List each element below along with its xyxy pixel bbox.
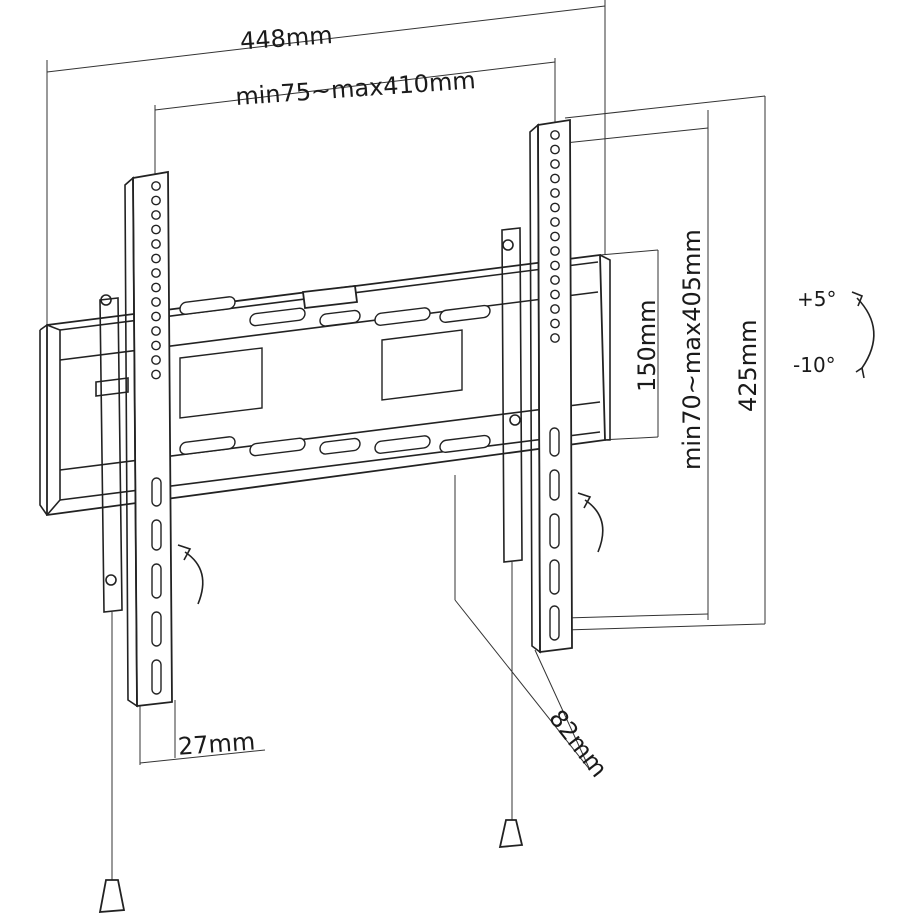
label-wall-gap: 27mm xyxy=(177,727,256,760)
mounting-hole xyxy=(550,333,560,343)
plate-slots xyxy=(179,296,491,457)
mounting-hole xyxy=(550,318,560,329)
mounting-hole xyxy=(550,188,560,198)
mounting-hole xyxy=(550,289,560,300)
mounting-hole xyxy=(151,224,161,235)
mounting-hole xyxy=(151,355,161,365)
label-wall-plate-height: 150mm xyxy=(633,299,661,392)
right-arm-holes xyxy=(550,130,560,343)
mounting-hole xyxy=(151,340,161,351)
mounting-hole xyxy=(550,260,560,271)
mounting-hole xyxy=(151,311,161,322)
mounting-hole xyxy=(550,304,560,314)
right-arm xyxy=(498,118,604,849)
mounting-hole xyxy=(550,173,560,184)
mounting-hole xyxy=(151,239,161,249)
mounting-hole xyxy=(151,369,161,380)
label-vesa-horizontal: min75~max410mm xyxy=(234,66,476,111)
mounting-hole xyxy=(151,181,161,191)
mounting-hole xyxy=(151,282,161,293)
mounting-hole xyxy=(550,231,560,242)
label-arm-height: 425mm xyxy=(734,319,762,412)
mounting-hole xyxy=(151,268,161,278)
label-vesa-vertical: min70~max405mm xyxy=(678,229,706,470)
tilt-indicator xyxy=(851,291,875,379)
label-tilt-down: -10° xyxy=(793,353,836,377)
dimension-lines xyxy=(46,0,766,771)
left-arm-holes xyxy=(151,181,161,380)
left-arm xyxy=(95,170,204,913)
mounting-hole xyxy=(550,246,560,256)
mounting-hole xyxy=(151,210,161,220)
mounting-hole xyxy=(550,159,560,169)
mounting-hole xyxy=(550,130,560,140)
mounting-hole xyxy=(550,202,560,213)
wall-plate xyxy=(39,253,611,517)
label-tilt-up: +5° xyxy=(797,287,836,311)
label-depth: 82mm xyxy=(543,704,613,782)
mounting-hole xyxy=(151,195,161,206)
mounting-hole xyxy=(550,144,560,155)
mounting-hole xyxy=(550,217,560,227)
label-overall-width: 448mm xyxy=(239,21,333,55)
mounting-hole xyxy=(151,297,161,307)
mounting-hole xyxy=(151,253,161,264)
mounting-hole xyxy=(151,326,161,336)
mounting-hole xyxy=(550,275,560,285)
